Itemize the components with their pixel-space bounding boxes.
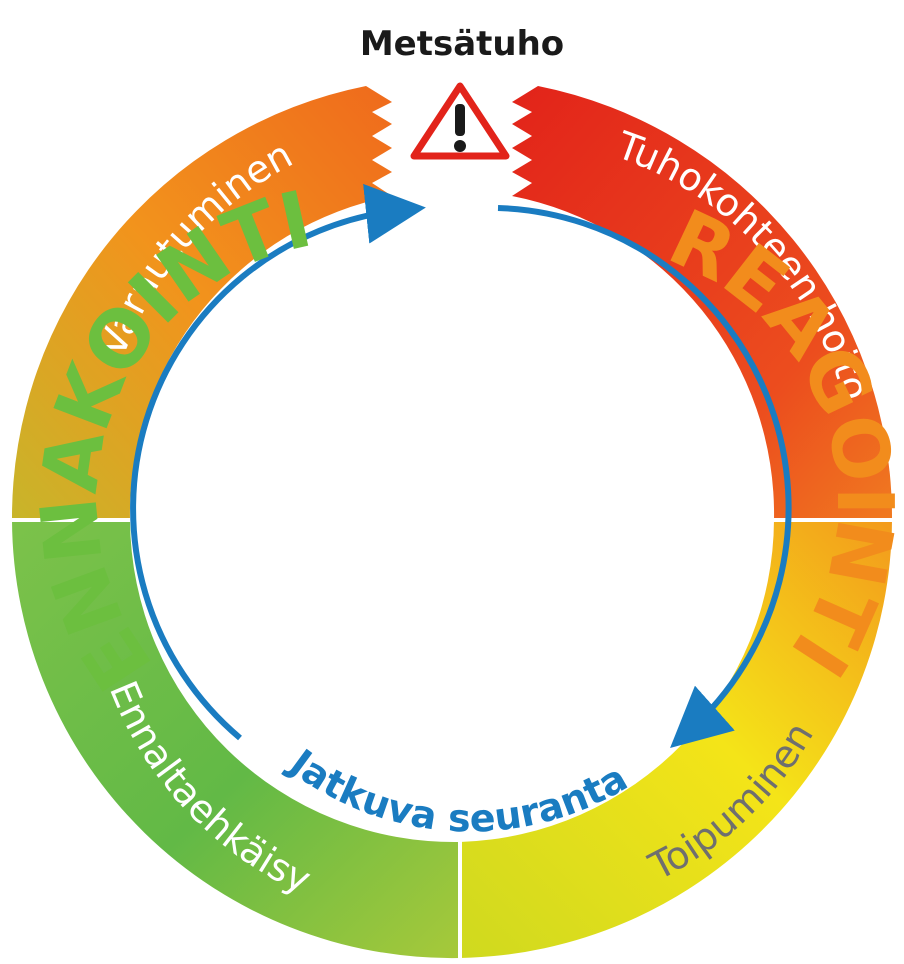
arrow-left-upward [130,183,426,741]
segment-prevention [12,520,460,959]
arrow-right-downward [497,205,792,748]
label-anticipation: ENNAKOINTI [24,175,319,706]
segment-preparation [11,86,393,520]
segment-site-treatment [512,86,893,520]
title: Metsätuho [360,24,564,64]
warning-triangle-icon [410,82,510,160]
segment-recovery [460,520,892,958]
